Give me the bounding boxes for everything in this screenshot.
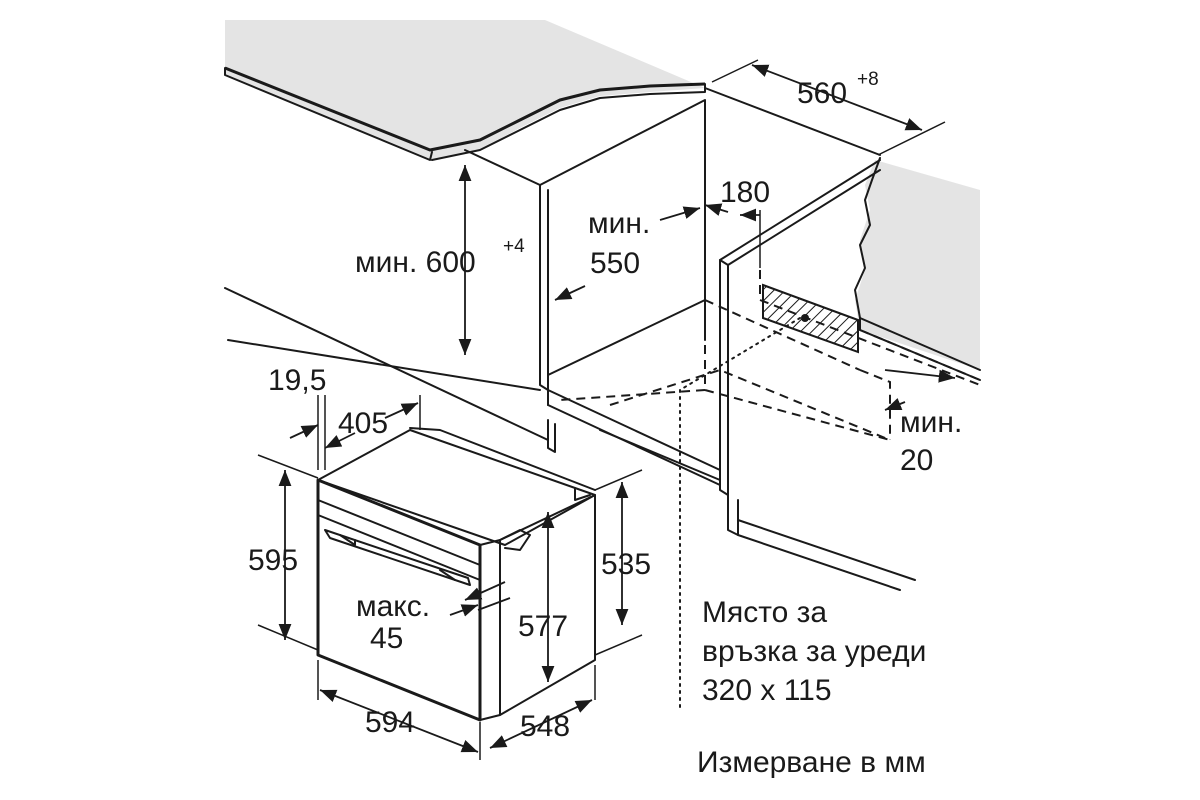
connection-area	[762, 283, 859, 354]
cabinet-niche	[224, 87, 981, 713]
label-door-depth: 405	[338, 407, 388, 440]
label-front-offset: 19,5	[268, 364, 326, 397]
dimension-labels: 560 +8 мин. 600 +4 мин. 550 180 мин. 20 …	[248, 69, 962, 743]
label-rear-gap-line2: 20	[900, 444, 933, 477]
label-oven-height: 595	[248, 544, 298, 577]
label-body-height: 577	[518, 610, 568, 643]
label-niche-depth-line1: мин.	[588, 207, 650, 240]
label-handle-line1: макс.	[356, 590, 430, 623]
label-oven-depth: 548	[520, 710, 570, 743]
label-handle-line2: 45	[370, 622, 403, 655]
right-wall	[854, 157, 981, 381]
countertop	[224, 20, 706, 161]
label-niche-width-tolerance: +8	[857, 69, 879, 90]
dimension-lines	[257, 59, 956, 760]
units-note: Измерване в мм	[697, 746, 926, 779]
label-niche-width: 560	[797, 77, 847, 110]
label-niche-height-tolerance: +4	[503, 236, 525, 257]
connection-note-line1: Място за	[702, 596, 827, 629]
label-vent-offset: 180	[720, 176, 770, 209]
label-oven-width: 594	[365, 706, 415, 739]
connection-note-line2: връзка за уреди	[702, 635, 926, 668]
label-rear-gap-line1: мин.	[900, 406, 962, 439]
label-rear-height: 535	[601, 548, 651, 581]
label-niche-height: мин. 600	[355, 246, 476, 279]
label-niche-depth-line2: 550	[590, 247, 640, 280]
connection-note: Място за връзка за уреди 320 x 115	[702, 596, 926, 707]
connection-note-line3: 320 x 115	[702, 674, 832, 707]
oven	[316, 427, 596, 722]
